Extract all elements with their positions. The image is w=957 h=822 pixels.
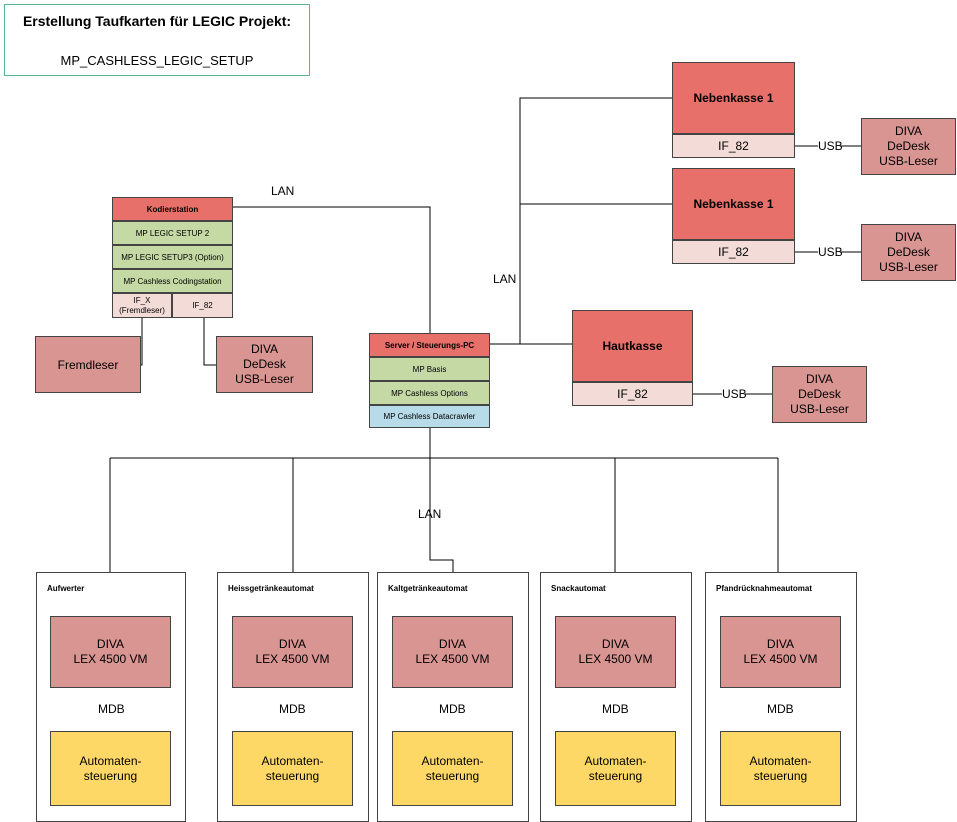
kodierstation-module-3: MP Cashless Codingstation [112, 269, 233, 293]
kodierstation-module-2: MP LEGIC SETUP3 (Option) [112, 245, 233, 269]
hauptkasse-if: IF_82 [572, 382, 693, 406]
mdb-label-5: MDB [767, 702, 794, 716]
automat-name: Snackautomat [551, 584, 606, 593]
server-module-3: MP Cashless Datacrawler [369, 405, 490, 428]
usb-label-hk: USB [722, 387, 747, 401]
diva-reader-kodierstation: DIVA DeDesk USB-Leser [216, 336, 313, 393]
nebenkasse-1-if: IF_82 [672, 134, 795, 158]
automaten-steuerung-2: Automaten- steuerung [232, 731, 353, 806]
diva-lex-2: DIVA LEX 4500 VM [232, 616, 353, 688]
automat-name: Heissgetränkeautomat [228, 584, 314, 593]
automat-name: Pfandrücknahmeautomat [716, 584, 813, 593]
hauptkasse-header: Hautkasse [572, 310, 693, 382]
mdb-label-1: MDB [98, 702, 125, 716]
kodierstation-if-x: IF_X (Fremdleser) [112, 293, 172, 318]
lan-line-server-kassen [490, 97, 672, 345]
kodierstation-header: Kodierstation [112, 197, 233, 221]
nebenkasse-2-header: Nebenkasse 1 [672, 168, 795, 240]
nebenkasse-1-header: Nebenkasse 1 [672, 62, 795, 134]
kodierstation-if-82: IF_82 [172, 293, 233, 318]
server-module-2: MP Cashless Options [369, 381, 490, 405]
diva-reader-nk1: DIVA DeDesk USB-Leser [861, 118, 956, 175]
automaten-steuerung-3: Automaten- steuerung [392, 731, 513, 806]
lan-line-kodier-server [233, 206, 431, 333]
title-heading: Erstellung Taufkarten für LEGIC Projekt: [22, 13, 292, 29]
title-box: Erstellung Taufkarten für LEGIC Projekt:… [4, 4, 310, 76]
fremdleser-box: Fremdleser [35, 336, 141, 393]
server-header: Server / Steuerungs-PC [369, 333, 490, 357]
automaten-steuerung-5: Automaten- steuerung [720, 731, 841, 806]
automaten-steuerung-1: Automaten- steuerung [50, 731, 171, 806]
nebenkasse-2-if: IF_82 [672, 240, 795, 264]
mdb-label-3: MDB [439, 702, 466, 716]
diva-lex-5: DIVA LEX 4500 VM [720, 616, 841, 688]
line-fremdleser [141, 318, 143, 366]
line-diva-kodier [203, 318, 216, 366]
lan-label-3: LAN [418, 507, 442, 521]
diva-reader-hk: DIVA DeDesk USB-Leser [772, 366, 867, 423]
automat-name: Aufwerter [47, 584, 85, 593]
usb-label-nk1: USB [818, 139, 843, 153]
lan-label-2: LAN [493, 272, 517, 286]
diva-lex-1: DIVA LEX 4500 VM [50, 616, 171, 688]
lan-label-1: LAN [271, 184, 295, 198]
drop-3 [429, 458, 454, 572]
diva-lex-4: DIVA LEX 4500 VM [555, 616, 676, 688]
server-module-1: MP Basis [369, 357, 490, 381]
mdb-label-4: MDB [602, 702, 629, 716]
diva-lex-3: DIVA LEX 4500 VM [392, 616, 513, 688]
diva-reader-nk2: DIVA DeDesk USB-Leser [861, 224, 956, 281]
automaten-steuerung-4: Automaten- steuerung [555, 731, 676, 806]
kodierstation-module-1: MP LEGIC SETUP 2 [112, 221, 233, 245]
mdb-label-2: MDB [279, 702, 306, 716]
automat-name: Kaltgetränkeautomat [388, 584, 468, 593]
project-name: MP_CASHLESS_LEGIC_SETUP [60, 53, 254, 68]
usb-label-nk2: USB [818, 245, 843, 259]
